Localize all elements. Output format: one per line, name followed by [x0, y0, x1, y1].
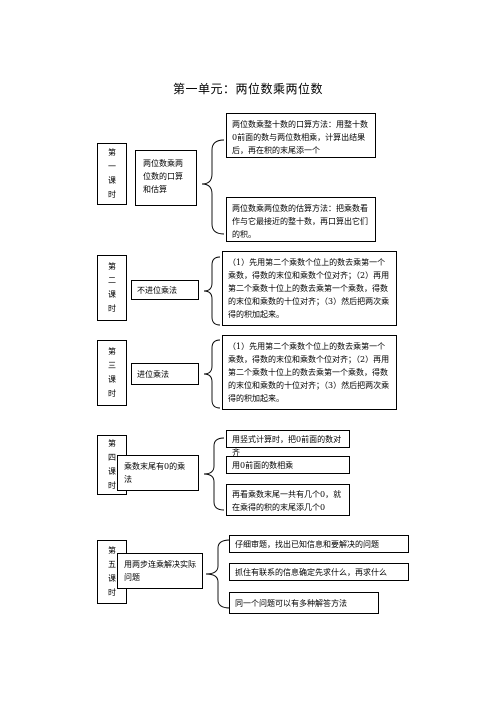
lesson-1-label-text: 第一课时	[108, 148, 116, 199]
lesson-4-label-text: 第四课时	[108, 439, 116, 490]
lesson-4-detail-3-text: 再看乘数末尾一共有几个0，就在乘得的积的末尾添几个0	[232, 490, 342, 512]
lesson-4-detail-3: 再看乘数末尾一共有几个0，就在乘得的积的末尾添几个0	[226, 484, 350, 516]
lesson-5-detail-2: 抓住有联系的信息确定先求什么，再求什么	[229, 563, 409, 581]
lesson-4-detail-1-text: 用竖式计算时，把0前面的数对齐	[232, 435, 342, 457]
lesson-1-detail-2: 两位数乘两位数的估算方法：把乘数看作与它最接近的整十数，再口算出它们的积。	[226, 197, 376, 242]
lesson-5-detail-2-text: 抓住有联系的信息确定先求什么，再求什么	[235, 568, 387, 577]
lesson-4-detail-2-text: 用0前面的数相乘	[232, 461, 294, 470]
lesson-5-detail-1-text: 仔细审题，找出已知信息和要解决的问题	[235, 540, 379, 549]
lesson-5-detail-3: 同一个问题可以有多种解答方法	[229, 592, 379, 614]
lesson-1-detail-1: 两位数乘整十数的口算方法：用整十数0前面的数与两位数相乘，计算出结果后，再在积的…	[226, 113, 376, 158]
lesson-4-topic: 乘数末尾有0的乘法	[117, 455, 199, 491]
lesson-5-topic-text: 用两步连乘解决实际问题	[124, 560, 196, 582]
lesson-2-topic-text: 不进位乘法	[137, 286, 177, 295]
lesson-1-detail-2-text: 两位数乘两位数的估算方法：把乘数看作与它最接近的整十数，再口算出它们的积。	[232, 204, 368, 239]
lesson-2-label-text: 第二课时	[108, 262, 116, 313]
lesson-3-topic: 进位乘法	[131, 363, 199, 385]
page-title: 第一单元：两位数乘两位数	[172, 82, 323, 96]
lesson-4-detail-1: 用竖式计算时，把0前面的数对齐	[226, 430, 350, 457]
lesson-5-brace	[205, 539, 231, 609]
lesson-3-label: 第三课时	[97, 340, 127, 406]
lesson-3-detail-1-text: （1）先用第二个乘数个位上的数去乘第一个乘数，得数的末位和乘数个位对齐；（2）再…	[228, 342, 390, 403]
lesson-3-label-text: 第三课时	[108, 347, 116, 398]
lesson-4-brace	[203, 437, 225, 511]
lesson-2-label: 第二课时	[97, 255, 127, 321]
lesson-2-detail-1: （1）先用第二个乘数个位上的数去乘第一个乘数，得数的末位和乘数个位对齐；（2）再…	[222, 251, 397, 326]
lesson-3-topic-text: 进位乘法	[137, 370, 169, 379]
lesson-1-detail-1-text: 两位数乘整十数的口算方法：用整十数0前面的数与两位数相乘，计算出结果后，再在积的…	[232, 120, 368, 155]
lesson-2-detail-1-text: （1）先用第二个乘数个位上的数去乘第一个乘数，得数的末位和乘数个位对齐；（2）再…	[228, 258, 390, 319]
lesson-1-brace	[201, 139, 225, 235]
lesson-4-topic-text: 乘数末尾有0的乘法	[124, 462, 186, 484]
lesson-3-brace	[203, 339, 221, 409]
lesson-1-topic: 两位数乘两位数的口算和估算	[135, 150, 197, 206]
lesson-4-detail-2: 用0前面的数相乘	[226, 456, 350, 474]
lesson-3-detail-1: （1）先用第二个乘数个位上的数去乘第一个乘数，得数的末位和乘数个位对齐；（2）再…	[222, 335, 397, 410]
lesson-5-topic: 用两步连乘解决实际问题	[117, 553, 203, 589]
lesson-2-topic: 不进位乘法	[131, 280, 199, 300]
lesson-5-detail-3-text: 同一个问题可以有多种解答方法	[235, 599, 347, 608]
lesson-5-label: 第五课时	[97, 540, 127, 604]
lesson-5-detail-1: 仔细审题，找出已知信息和要解决的问题	[229, 535, 409, 553]
lesson-1-label: 第一课时	[97, 143, 127, 205]
lesson-1-topic-text: 两位数乘两位数的口算和估算	[143, 159, 183, 194]
lesson-2-brace	[203, 256, 221, 326]
lesson-5-label-text: 第五课时	[108, 546, 116, 597]
